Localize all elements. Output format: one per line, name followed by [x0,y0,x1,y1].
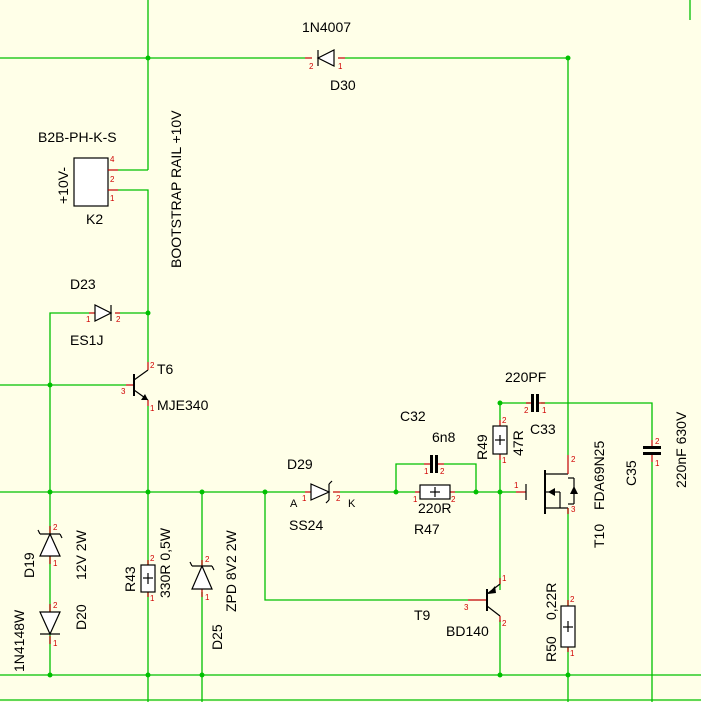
c35-name: C35 [623,460,639,486]
zener-d25[interactable]: 2 1 [189,555,215,602]
t9-value: BD140 [446,623,489,639]
pin-number-label: 1 [150,404,155,413]
pin-number-label: 3 [464,603,469,612]
diode-d29[interactable]: 1 2 [302,480,341,504]
transistor-t9[interactable]: 3 1 2 [464,574,507,628]
k2-pin-label: +10V- [55,167,71,204]
pin-number-label: 4 [110,155,115,164]
capacitor-c33[interactable]: 2 1 [524,394,547,415]
t6-name: T6 [157,361,174,377]
r50-name: R50 [543,636,559,662]
pin-number-label: 2 [205,555,210,564]
c32-value: 6n8 [432,429,456,445]
pin-number-label: 2 [571,455,576,464]
pin-number-label: 2 [336,494,341,503]
pin-number-label: 1 [86,315,91,324]
diode-d23[interactable]: 1 2 [86,304,121,324]
pin-number-label: 1 [413,495,418,504]
t10-value: FDA69N25 [591,441,607,510]
pin-number-label: 2 [110,175,115,184]
c33-value: 220PF [505,369,546,385]
d30-value: 1N4007 [302,19,351,35]
diode-d30[interactable]: 2 1 [305,49,345,71]
r43-value: 330R 0,5W [157,527,173,598]
r49-name: R49 [474,434,490,460]
k2-name: K2 [86,211,103,227]
d29-value: SS24 [289,517,323,533]
k2-value: B2B-PH-K-S [38,129,117,145]
d29-cathode-label: K [348,498,356,510]
pin-number-label: 3 [121,387,126,396]
junction-dots [47,55,571,678]
d23-value: ES1J [70,332,103,348]
pin-number-label: 2 [502,416,507,425]
pin-number-label: 2 [451,495,456,504]
zener-d19[interactable]: 2 1 [37,523,63,568]
r47-value: 220R [418,500,451,516]
transistor-t6[interactable]: 3 2 1 [121,361,155,413]
pin-number-label: 2 [53,601,58,610]
resistor-r50[interactable]: 2 1 [560,595,576,658]
pin-number-label: 1 [542,406,547,415]
pin-number-label: 1 [110,194,115,203]
pin-number-label: 1 [570,649,575,658]
pin-number-label: 2 [502,619,507,628]
capacitor-c35[interactable]: 2 1 [643,437,661,468]
resistor-r49[interactable]: 2 1 [492,416,508,465]
diode-d20[interactable]: 2 1 [39,601,61,648]
pin-number-label: 2 [440,467,445,476]
capacitor-c32[interactable]: 1 2 [424,455,445,476]
pin-number-label: 1 [502,574,507,583]
pin-number-label: 1 [53,639,58,648]
d19-value: 12V 2W [73,529,89,580]
d29-name: D29 [287,456,313,472]
d25-name: D25 [209,624,225,650]
connector-k2[interactable]: 4 2 1 [73,155,118,207]
pin-number-label: 1 [53,559,58,568]
pin-number-label: 1 [205,593,210,602]
c33-name: C33 [530,421,556,437]
t10-name: T10 [591,524,607,548]
d20-value: 1N4148W [11,609,27,672]
d20-name: D20 [73,604,89,630]
pin-number-label: 3 [571,505,576,514]
pin-number-label: 2 [524,406,529,415]
mosfet-t10[interactable]: 1 2 3 [514,455,578,514]
t9-name: T9 [414,607,431,623]
d19-name: D19 [21,552,37,578]
resistor-r43[interactable]: 2 1 [140,554,156,603]
c35-value: 220nF 630V [673,411,689,488]
c32-name: C32 [400,408,426,424]
pin-number-label: 1 [302,494,307,503]
pin-number-label: 2 [655,437,660,446]
pin-number-label: 1 [514,481,519,490]
t6-value: MJE340 [157,397,209,413]
r49-value: 47R [510,430,526,456]
r43-name: R43 [122,566,138,592]
pin-number-label: 1 [150,594,155,603]
d29-anode-label: A [290,498,298,510]
bootstrap-rail-label: BOOTSTRAP RAIL +10V [168,110,184,268]
r50-value: 0,22R [543,583,559,620]
r47-name: R47 [414,521,440,537]
d23-name: D23 [70,276,96,292]
pin-number-label: 2 [150,361,155,370]
pin-number-label: 1 [655,459,660,468]
resistor-r47[interactable]: 1 2 [413,484,456,504]
d30-name: D30 [330,77,356,93]
d25-value: ZPD 8V2 2W [223,530,239,612]
pin-number-label: 1 [502,456,507,465]
pin-number-label: 2 [570,595,575,604]
pin-number-label: 2 [53,523,58,532]
pin-number-label: 1 [338,62,343,71]
pin-number-label: 2 [309,62,314,71]
pin-number-label: 1 [424,467,429,476]
pin-number-label: 2 [116,315,121,324]
pin-number-label: 2 [150,554,155,563]
